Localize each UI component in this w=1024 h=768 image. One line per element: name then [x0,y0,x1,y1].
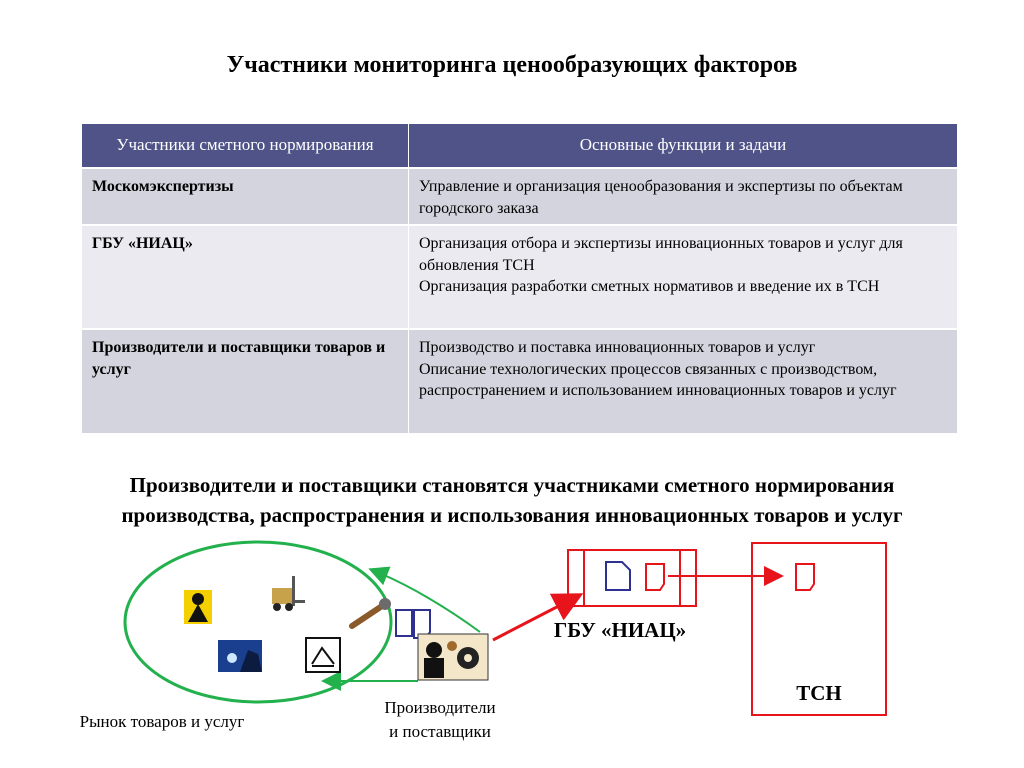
niac-label: ГБУ «НИАЦ» [554,618,686,642]
blueprint-icon [305,637,341,673]
niac-document-red-icon [645,563,665,591]
functions-cell: Организация отбора и экспертизы инноваци… [408,223,958,329]
market-label: Рынок товаров и услуг [80,712,245,731]
worker-icon [184,590,212,624]
functions-cell: Управление и организация ценообразования… [408,166,958,225]
participant-cell: Производители и поставщики товаров и усл… [82,327,409,433]
header-participants-text: Участники сметного нормирования [116,135,374,154]
functions-cell: Производство и поставка инновационных то… [408,327,958,433]
table-row: Производители и поставщики товаров и усл… [82,327,958,433]
producers-label-2: и поставщики [389,722,491,741]
header-functions: Основные функции и задачи [408,124,958,168]
tsn-label: ТСН [796,681,842,705]
summary-statement: Производители и поставщики становятся уч… [0,470,1024,531]
summary-line-1: Производители и поставщики становятся уч… [129,473,895,497]
welder-icon [218,640,262,672]
table-row: Москомэкспертизы Управление и организаци… [82,166,958,225]
niac-document-icon [605,561,631,591]
header-functions-text: Основные функции и задачи [579,135,787,154]
tsn-document-icon [795,563,815,591]
page-title: Участники мониторинга ценообразующих фак… [226,52,798,78]
market-ellipse [123,540,393,704]
header-participants: Участники сметного нормирования [82,124,409,168]
tsn-box [751,542,887,716]
wrench-icon [349,598,391,629]
forklift-icon [272,576,305,611]
producers-label-1: Производители [384,698,495,717]
flow-diagram: Рынок товаров и услуг Производители и по… [80,540,887,741]
function-line: Управление и организация ценообразования… [419,177,903,217]
summary-line-2: производства, распространения и использо… [121,503,903,528]
red-arrow-to-niac [492,593,584,642]
producers-icon [417,633,489,681]
table-header-row: Участники сметного нормирования Основные… [82,124,958,168]
table-row: ГБУ «НИАЦ» Организация отбора и эксперти… [82,223,958,329]
green-arrow-up [368,566,481,633]
participants-table: Участники сметного нормирования Основные… [82,124,958,433]
function-line: Организация отбора и экспертизы инноваци… [419,234,903,274]
niac-frame [567,549,697,607]
participant-cell: ГБУ «НИАЦ» [82,223,409,329]
function-line: Описание технологических процессов связа… [419,360,897,400]
participant-cell: Москомэкспертизы [82,166,409,225]
function-line: Производство и поставка инновационных то… [419,338,816,356]
function-line: Организация разработки сметных нормативо… [419,278,880,296]
